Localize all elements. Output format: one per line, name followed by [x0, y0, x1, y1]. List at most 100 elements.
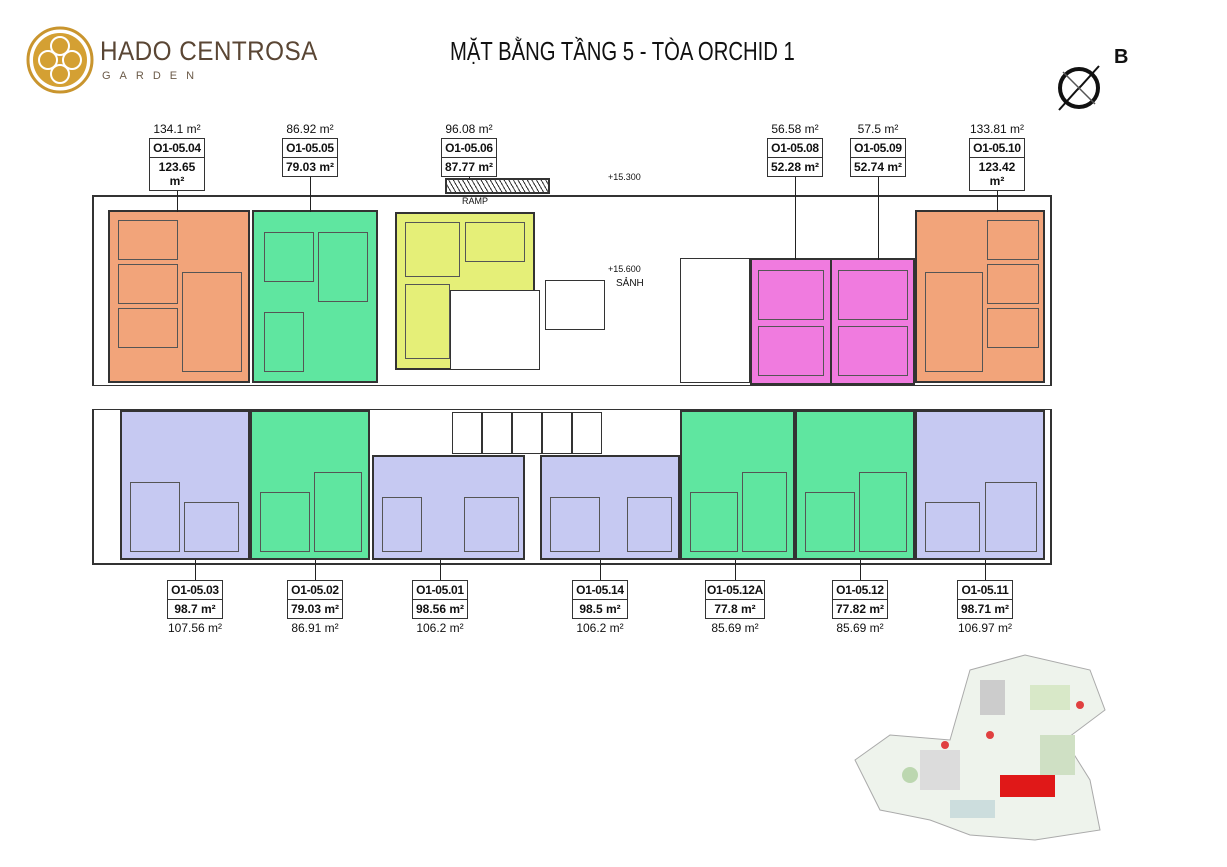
unit-tag: 86.92 m² O1-05.05 79.03 m² — [282, 120, 338, 177]
unit-tag-code: O1-05.06 — [442, 139, 496, 158]
unit-tag-gross: 134.1 m² — [153, 122, 201, 136]
room — [627, 497, 672, 552]
unit-tag-box: O1-05.12A 77.8 m² — [705, 580, 765, 619]
room — [465, 222, 525, 262]
unit-tag-box: O1-05.01 98.56 m² — [412, 580, 468, 619]
room — [264, 232, 314, 282]
unit-tag-code: O1-05.12A — [706, 581, 764, 600]
room — [464, 497, 519, 552]
unit-tag-box: O1-05.05 79.03 m² — [282, 138, 338, 177]
unit-tag-code: O1-05.05 — [283, 139, 337, 158]
room — [925, 272, 983, 372]
stair-core-east — [680, 258, 750, 383]
room — [838, 326, 908, 376]
unit-O1-05.11[interactable] — [915, 410, 1045, 560]
unit-tag-net: 98.71 m² — [960, 602, 1010, 616]
unit-O1-05.09[interactable] — [830, 258, 915, 385]
unit-tag-code: O1-05.12 — [833, 581, 887, 600]
room — [838, 270, 908, 320]
unit-O1-05.12[interactable] — [795, 410, 915, 560]
unit-tag: O1-05.11 98.71 m² 106.97 m² — [957, 580, 1013, 637]
room — [690, 492, 738, 552]
stair-core — [450, 290, 540, 370]
room — [382, 497, 422, 552]
unit-O1-05.01[interactable] — [372, 455, 525, 560]
unit-tag-net: 52.28 m² — [770, 160, 820, 174]
room — [758, 270, 824, 320]
unit-tag-code: O1-05.09 — [851, 139, 905, 158]
brand-logo-icon — [26, 26, 94, 94]
level-marker-15600: +15.600 — [608, 264, 641, 274]
site-key-plan — [854, 654, 1106, 841]
unit-tag-net: 98.56 m² — [415, 602, 465, 616]
unit-tag-net: 123.42 m² — [978, 160, 1016, 188]
unit-tag-code: O1-05.14 — [573, 581, 627, 600]
unit-tag-gross: 86.92 m² — [286, 122, 334, 136]
unit-tag-net: 123.65 m² — [158, 160, 196, 188]
brand-name: HADO CENTROSA — [100, 36, 318, 66]
room — [742, 472, 787, 552]
unit-tag-net: 79.03 m² — [285, 160, 335, 174]
unit-tag-gross: 86.91 m² — [291, 621, 339, 635]
elevator-bank — [452, 412, 602, 454]
unit-tag-box: O1-05.12 77.82 m² — [832, 580, 888, 619]
unit-O1-05.04[interactable] — [108, 210, 250, 383]
room — [182, 272, 242, 372]
compass-label: B — [1114, 46, 1129, 68]
lobby-furniture — [545, 280, 605, 330]
room — [405, 222, 460, 277]
unit-O1-05.02[interactable] — [250, 410, 370, 560]
unit-tag-code: O1-05.04 — [150, 139, 204, 158]
unit-tag-gross: 57.5 m² — [857, 122, 899, 136]
room — [260, 492, 310, 552]
page-title: MẶT BẰNG TẦNG 5 - TÒA ORCHID 1 — [450, 36, 795, 66]
unit-O1-05.12A[interactable] — [680, 410, 795, 560]
unit-tag-gross: 106.97 m² — [957, 621, 1013, 635]
unit-tag: 57.5 m² O1-05.09 52.74 m² — [850, 120, 906, 177]
room — [184, 502, 239, 552]
unit-tag-code: O1-05.10 — [970, 139, 1024, 158]
unit-tag-box: O1-05.11 98.71 m² — [957, 580, 1013, 619]
unit-tag-code: O1-05.11 — [958, 581, 1012, 600]
room — [318, 232, 368, 302]
unit-O1-05.05[interactable] — [252, 210, 378, 383]
room — [130, 482, 180, 552]
unit-tag-net: 77.82 m² — [835, 602, 885, 616]
unit-tag: 133.81 m² O1-05.10 123.42 m² — [969, 120, 1025, 191]
room — [859, 472, 907, 552]
unit-O1-05.03[interactable] — [120, 410, 250, 560]
room — [550, 497, 600, 552]
level-marker-15300: +15.300 — [608, 172, 641, 182]
unit-tag-code: O1-05.03 — [168, 581, 222, 600]
unit-tag-net: 77.8 m² — [714, 602, 756, 616]
lobby-label: SẢNH — [616, 278, 644, 289]
unit-tag-gross: 133.81 m² — [969, 122, 1025, 136]
unit-O1-05.10[interactable] — [915, 210, 1045, 383]
ramp-label: RAMP — [462, 196, 489, 206]
unit-tag-code: O1-05.01 — [413, 581, 467, 600]
unit-tag-net: 52.74 m² — [853, 160, 903, 174]
room — [118, 308, 178, 348]
unit-tag-box: O1-05.09 52.74 m² — [850, 138, 906, 177]
ramp — [445, 178, 550, 194]
highlighted-building — [1000, 775, 1055, 797]
corridor — [92, 385, 1052, 410]
brand-subtitle: GARDEN — [102, 70, 204, 82]
unit-tag-gross: 106.2 m² — [576, 621, 624, 635]
unit-tag-gross: 96.08 m² — [445, 122, 493, 136]
unit-O1-05.14[interactable] — [540, 455, 680, 560]
unit-O1-05.08[interactable] — [750, 258, 832, 385]
room — [405, 284, 450, 359]
room — [314, 472, 362, 552]
